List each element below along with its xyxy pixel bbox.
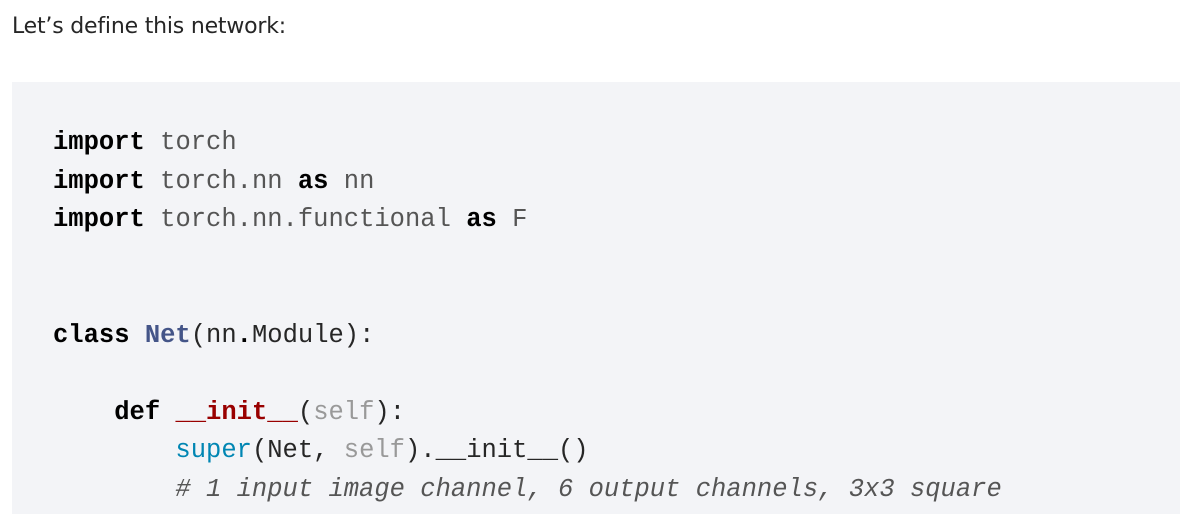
keyword: class — [53, 320, 130, 350]
code-block[interactable]: import torch import torch.nn as nn impor… — [12, 82, 1180, 514]
self-param: self — [313, 397, 375, 427]
keyword: def — [114, 397, 161, 427]
module-name: torch.nn.functional — [160, 205, 451, 234]
code-indent — [53, 475, 175, 504]
module-alias: nn — [343, 166, 375, 196]
module-alias: F — [512, 205, 528, 234]
function-name: __init__ — [175, 397, 298, 427]
code-line: import torch — [53, 124, 1180, 163]
intro-text: Let’s define this network: — [12, 14, 287, 39]
code-line: def __init__(self): — [53, 394, 1180, 433]
code-comment: # 1 input image channel, 6 output channe… — [175, 474, 1002, 504]
code-line: import torch.nn.functional as F — [53, 201, 1180, 240]
code-text: ): — [374, 397, 406, 427]
code-text: ( — [297, 397, 314, 427]
code-text: Module): — [251, 320, 375, 350]
code-line: super(Net, self).__init__() — [53, 432, 1180, 471]
class-name: Net — [144, 320, 191, 350]
code-line: # 1 input image channel, 6 output channe… — [53, 471, 1180, 510]
code-blank-line — [53, 355, 1180, 394]
keyword: as — [297, 166, 329, 196]
builtin-name: super — [175, 436, 252, 465]
code-text: (Net, — [251, 436, 344, 465]
code-indent — [53, 436, 175, 465]
code-line: import torch.nn as nn — [53, 163, 1180, 202]
code-blank-line — [53, 278, 1180, 317]
keyword: import — [53, 205, 145, 234]
module-name: torch.nn — [160, 166, 283, 196]
code-dot: . — [236, 320, 252, 350]
keyword: import — [53, 128, 145, 157]
keyword: as — [466, 205, 497, 234]
code-blank-line — [53, 240, 1180, 279]
code-line: class Net(nn.Module): — [53, 317, 1180, 356]
self-param: self — [343, 436, 405, 465]
code-text: ).__init__() — [404, 436, 589, 465]
code-text: (nn — [190, 320, 237, 350]
module-name: torch — [160, 128, 237, 157]
code-indent — [53, 398, 114, 427]
keyword: import — [53, 166, 145, 196]
